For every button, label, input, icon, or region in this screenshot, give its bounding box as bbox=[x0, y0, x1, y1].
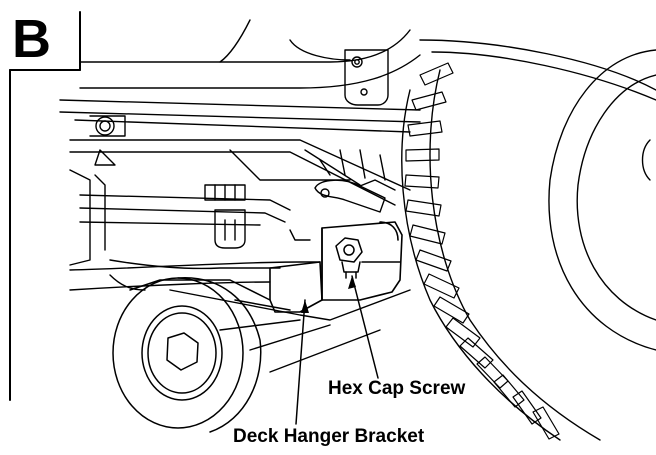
panel-frame bbox=[10, 12, 80, 400]
hex-cap-screw bbox=[336, 238, 362, 278]
hex-cap-screw-arrowhead bbox=[348, 276, 356, 289]
hex-cap-screw-label: Hex Cap Screw bbox=[328, 378, 465, 400]
deck-rods bbox=[70, 170, 310, 268]
deck-hanger-bracket bbox=[270, 222, 402, 312]
linkage bbox=[70, 140, 410, 212]
hex-cap-screw-leader bbox=[352, 276, 378, 378]
gauge-wheel bbox=[113, 278, 290, 432]
deck-hanger-bracket-label: Deck Hanger Bracket bbox=[233, 426, 424, 448]
deck-hanger-arrowhead bbox=[301, 300, 309, 313]
tractor-frame bbox=[60, 20, 420, 136]
panel-letter: B bbox=[8, 10, 82, 68]
